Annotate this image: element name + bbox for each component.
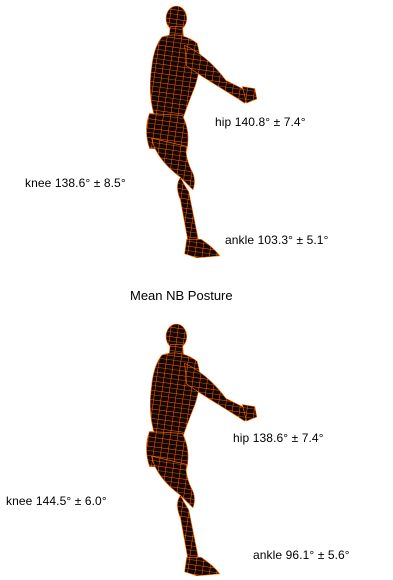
bottom-knee-label: knee 144.5° ± 6.0° xyxy=(6,494,107,508)
top-knee-label: knee 138.6° ± 8.5° xyxy=(25,176,126,190)
posture-caption: Mean NB Posture xyxy=(130,288,233,303)
bottom-figure-image xyxy=(135,322,259,580)
bottom-panel: hip 138.6° ± 7.4° knee 144.5° ± 6.0° ank… xyxy=(0,318,393,579)
bottom-hip-label: hip 138.6° ± 7.4° xyxy=(233,431,324,445)
bottom-ankle-label: ankle 96.1° ± 5.6° xyxy=(253,548,350,562)
top-hip-label: hip 140.8° ± 7.4° xyxy=(215,115,306,129)
top-ankle-label: ankle 103.3° ± 5.1° xyxy=(225,233,328,247)
top-figure-image xyxy=(135,4,259,262)
top-panel: hip 140.8° ± 7.4° knee 138.6° ± 8.5° ank… xyxy=(0,0,393,270)
